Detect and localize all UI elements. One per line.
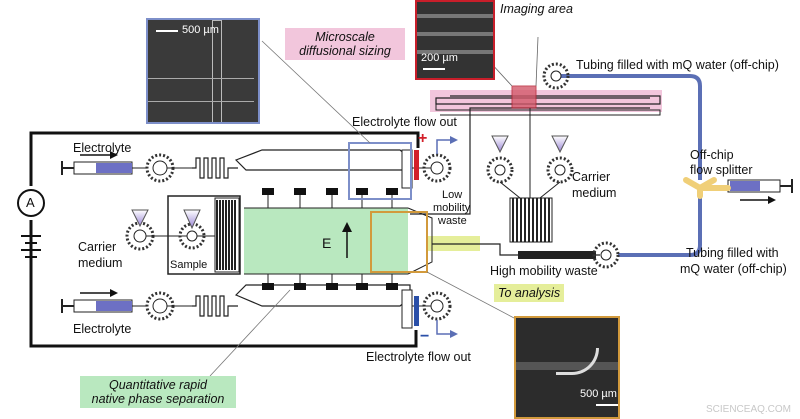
low-mobility-label-2: mobility <box>433 202 471 214</box>
tubing-bottom-label-2: mQ water (off-chip) <box>680 262 787 276</box>
carrier-left-label-1: Carrier <box>78 240 117 254</box>
microscale-tag: Microscale diffusional sizing <box>285 28 405 60</box>
battery-symbol <box>21 222 41 268</box>
electrode-plus <box>414 150 419 180</box>
syringe-right <box>727 179 793 204</box>
port-tubing-bottom <box>592 241 620 269</box>
port-bottom-left <box>145 291 192 321</box>
field-label: E <box>322 235 332 251</box>
to-analysis-tag: To analysis <box>494 284 565 302</box>
main-channel-outline <box>234 149 411 171</box>
imaging-area-label: Imaging area <box>500 2 573 16</box>
electrolyte-bottom-label: Electrolyte <box>73 322 132 336</box>
port-top-left <box>145 153 192 183</box>
carrier-left-label-2: medium <box>78 256 123 270</box>
frame-orange <box>370 211 428 273</box>
ammeter-label: A <box>26 195 35 210</box>
pink-highlight <box>430 90 662 112</box>
carrier-right-label-1: Carrier <box>572 170 611 184</box>
electric-circuit-wire <box>29 131 420 348</box>
scale-bar-label: 500 µm <box>182 24 219 36</box>
off-chip-label-2: flow splitter <box>690 163 753 177</box>
high-mobility-waste-label: High mobility waste <box>490 264 598 278</box>
high-mobility-tube <box>518 251 596 259</box>
sample-label: Sample <box>170 259 208 271</box>
low-mobility-label-1: Low <box>442 189 463 201</box>
scale-bar-label: 500 µm <box>580 388 617 400</box>
low-mobility-channel <box>410 107 650 215</box>
imaging-area-marker <box>511 85 537 109</box>
syringe-bottom <box>61 289 147 313</box>
flow-splitter-icon <box>683 177 731 199</box>
electrode-pads <box>262 188 398 290</box>
micrograph-top-left: 500 µm <box>146 18 260 124</box>
tubing-bottom-label-1: Tubing filled with <box>686 246 779 260</box>
minus-sign: − <box>420 328 430 345</box>
port-sample <box>178 209 206 250</box>
micrograph-imaging: 200 µm <box>415 0 495 80</box>
ammeter-icon <box>17 189 45 217</box>
watermark: SCIENCEAQ.COM <box>706 404 792 415</box>
low-mobility-label-3: waste <box>438 215 467 227</box>
sample-serpentine <box>214 197 240 273</box>
quantitative-tag: Quantitative rapid native phase separati… <box>80 376 236 408</box>
outlet-bottom-right <box>401 289 458 338</box>
tubing-bottom <box>618 196 702 257</box>
plus-sign: + <box>418 130 428 147</box>
bottom-serpentine <box>192 295 238 317</box>
micrograph-bottom-right: 500 µm <box>514 316 620 419</box>
carrier-right-label-2: medium <box>572 186 617 200</box>
diffusion-channel <box>435 95 661 105</box>
port-carrier-right-2 <box>546 135 574 184</box>
electrolyte-flow-out-bottom-label: Electrolyte flow out <box>366 350 471 364</box>
electrolyte-flow-out-top-label: Electrolyte flow out <box>352 115 457 129</box>
separation-zone <box>244 208 408 274</box>
port-tubing-top <box>542 62 570 90</box>
tubing-top-label: Tubing filled with mQ water (off-chip) <box>576 58 779 72</box>
electrolyte-top-label: Electrolyte <box>73 141 132 155</box>
frame-blue <box>348 142 412 200</box>
syringe-top <box>61 151 147 175</box>
top-serpentine <box>192 157 238 179</box>
tubing-top <box>556 74 702 180</box>
outlet-top-right <box>401 136 458 189</box>
port-carrier-right-1 <box>486 135 514 184</box>
electrode-minus <box>414 296 419 326</box>
dilution-serpentine <box>499 108 561 243</box>
off-chip-label-1: Off-chip <box>690 148 734 162</box>
scale-bar-label: 200 µm <box>421 52 458 64</box>
